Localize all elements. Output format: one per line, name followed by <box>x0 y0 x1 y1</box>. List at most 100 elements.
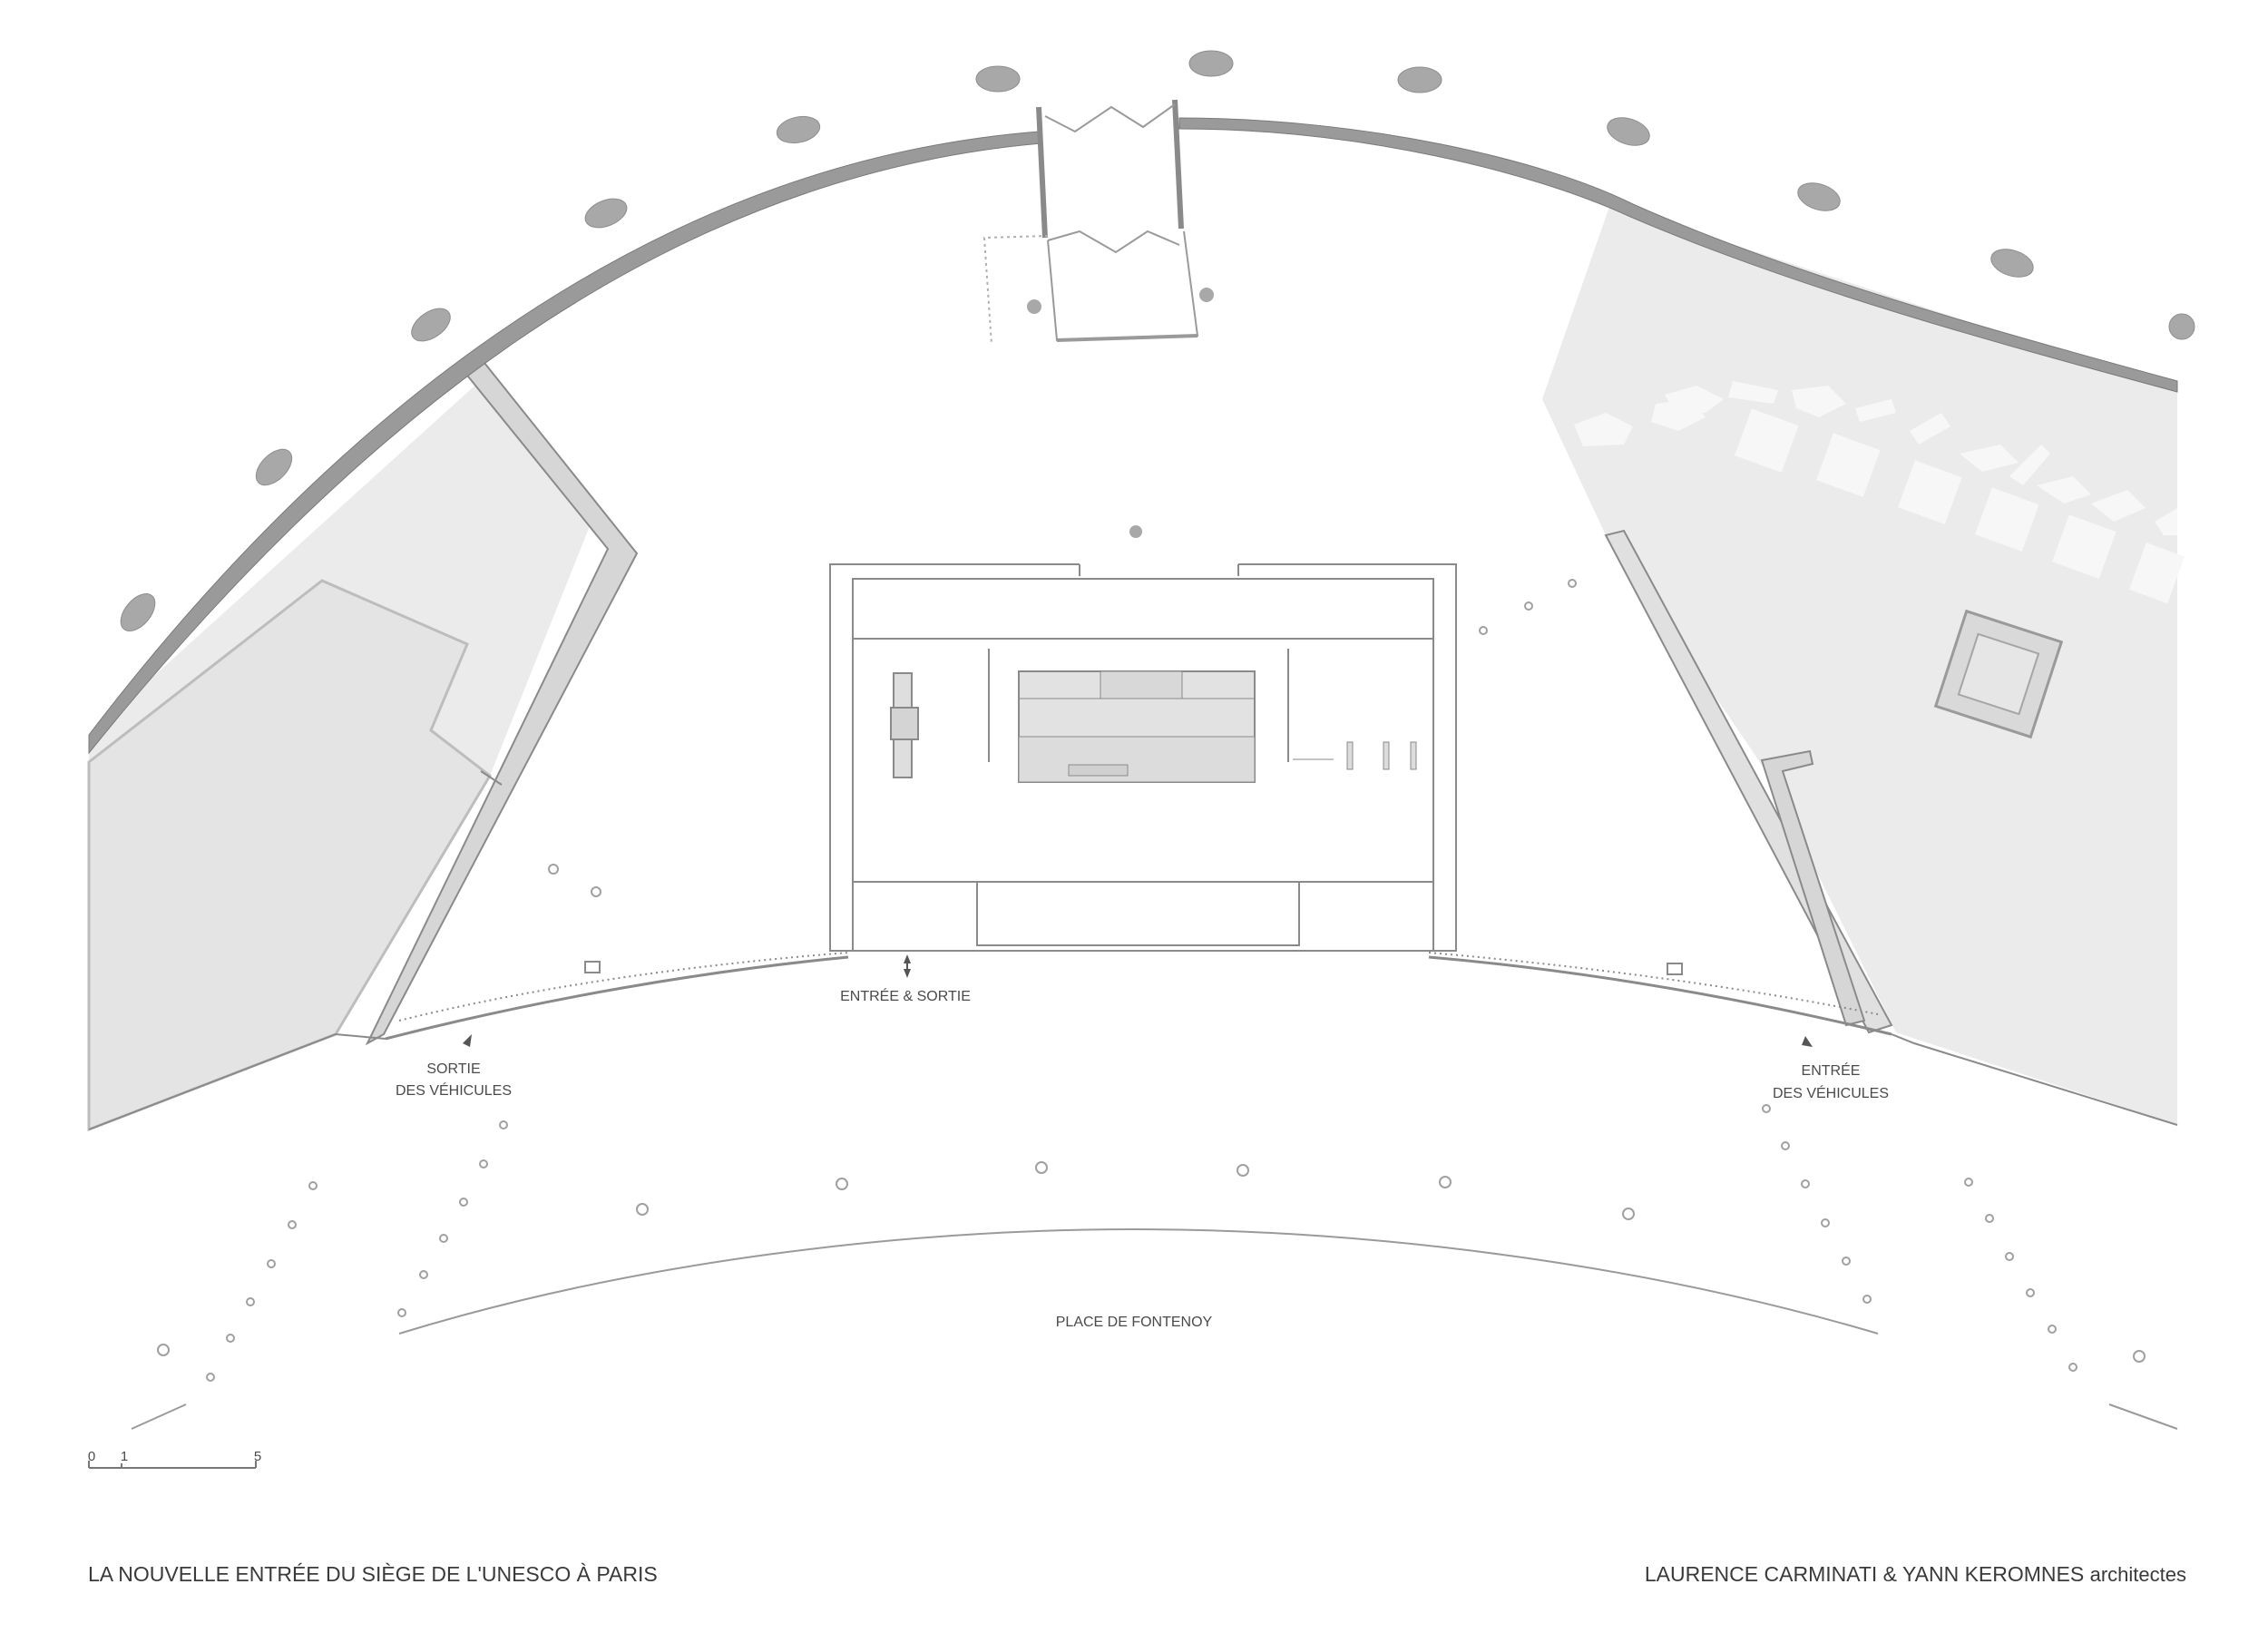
pavilion-outer-right <box>1238 563 1457 952</box>
stone <box>1728 381 1778 404</box>
bollard <box>2005 1252 2014 1261</box>
stone <box>1910 413 1950 445</box>
outer-front-left <box>88 1032 386 1130</box>
bollard <box>1439 1176 1452 1188</box>
bollard <box>2048 1325 2057 1334</box>
entree-vehicules-label-2: DES VÉHICULES <box>1773 1084 1889 1101</box>
credit-suffix: architectes <box>2089 1563 2186 1586</box>
stone <box>1574 413 1633 446</box>
drawing-title: LA NOUVELLE ENTRÉE DU SIÈGE DE L'UNESCO … <box>88 1562 658 1586</box>
bollard <box>548 864 559 875</box>
tree <box>1397 66 1442 93</box>
gate-pillar <box>584 961 601 973</box>
turnstile <box>1383 741 1390 770</box>
bollard <box>206 1373 215 1382</box>
right-garden-area <box>1542 204 2177 1125</box>
tree <box>1797 182 1841 211</box>
turnstile <box>1346 741 1354 770</box>
credit-names: LAURENCE CARMINATI & YANN KEROMNES <box>1644 1562 2085 1586</box>
scale-bar: 0 1 5 <box>88 1449 261 1469</box>
place-label: PLACE DE FONTENOY <box>1056 1315 1213 1330</box>
stone <box>1855 399 1896 422</box>
light-fixture <box>1129 525 1142 538</box>
bollard <box>1762 1104 1771 1113</box>
gate-post-left <box>1036 106 1048 239</box>
arrow-down-icon <box>904 969 911 978</box>
tree <box>411 308 451 342</box>
bollard <box>1479 626 1488 635</box>
stone <box>1665 386 1724 413</box>
stone <box>1960 445 2019 472</box>
outer-front-right <box>1891 1033 2178 1126</box>
stone-square <box>1735 408 1799 473</box>
bollard <box>288 1220 297 1229</box>
plaza-edge-right <box>2108 1403 2178 1430</box>
bollard <box>308 1181 318 1190</box>
tree <box>975 65 1021 93</box>
architect-credit: LAURENCE CARMINATI & YANN KEROMNES archi… <box>1645 1562 2186 1587</box>
gate-pillar <box>1667 963 1683 975</box>
bollard <box>439 1234 448 1243</box>
stone <box>2009 445 2050 485</box>
stone <box>1792 386 1846 417</box>
direction-arrows <box>463 954 1813 1047</box>
bollard <box>157 1344 170 1356</box>
tree <box>2168 313 2195 340</box>
sortie-vehicules-label-1: SORTIE <box>426 1061 480 1077</box>
tree <box>120 593 156 631</box>
stone-square <box>1898 460 1962 524</box>
security-scanner-small <box>1068 764 1129 777</box>
gate-post-right <box>1172 99 1184 230</box>
tree <box>1990 249 2034 278</box>
bollard <box>2133 1350 2146 1363</box>
stone <box>2155 508 2177 535</box>
bollard <box>836 1178 848 1190</box>
facade-left <box>385 955 849 1041</box>
gate-leaf-bottom <box>1047 230 1180 254</box>
tree-row <box>120 50 2195 631</box>
left-garden <box>87 357 639 1132</box>
entry-arrow-icon <box>1802 1036 1813 1047</box>
security-lane-block-2 <box>1018 736 1256 783</box>
bollard <box>1035 1161 1048 1174</box>
entree-sortie-label: ENTRÉE & SORTIE <box>840 987 971 1004</box>
bollard <box>246 1297 255 1306</box>
bollard <box>499 1120 508 1129</box>
xray-machine-core <box>890 707 919 740</box>
tree <box>584 198 628 229</box>
tree <box>776 115 821 144</box>
arrow-up-icon <box>904 954 911 963</box>
bollard <box>1821 1218 1830 1227</box>
pavilion-inner <box>852 578 1434 952</box>
left-wall-divider <box>480 770 503 786</box>
bollard <box>1781 1141 1790 1150</box>
facade-right-hatch <box>1428 952 1879 1015</box>
stone <box>2091 490 2146 522</box>
facade-right <box>1428 955 1892 1036</box>
gate-leaf-top <box>1044 103 1176 133</box>
bollard <box>1237 1164 1249 1177</box>
gate-dotted-guide <box>982 235 1049 346</box>
bollard <box>459 1198 468 1207</box>
entrance-pavilion <box>829 525 1457 952</box>
north-gate <box>982 99 1214 346</box>
stone-square <box>1975 487 2039 552</box>
outer-wall-right <box>1178 117 2178 393</box>
tree <box>255 448 293 486</box>
bollard <box>1199 288 1214 302</box>
front-facade <box>88 952 2178 1130</box>
stone-square <box>2128 543 2185 604</box>
bollard <box>267 1259 276 1268</box>
bollard <box>226 1334 235 1343</box>
bollard <box>479 1159 488 1169</box>
stepping-stones <box>1574 381 2185 604</box>
exit-arrow-icon <box>463 1034 472 1047</box>
bollard <box>2026 1288 2035 1297</box>
security-lane-top <box>1100 670 1183 699</box>
bollard <box>1862 1295 1872 1304</box>
bollard <box>1964 1178 1973 1187</box>
bollard <box>1568 579 1577 588</box>
entree-vehicules-label-1: ENTRÉE <box>1802 1061 1861 1079</box>
bollard <box>1842 1257 1851 1266</box>
